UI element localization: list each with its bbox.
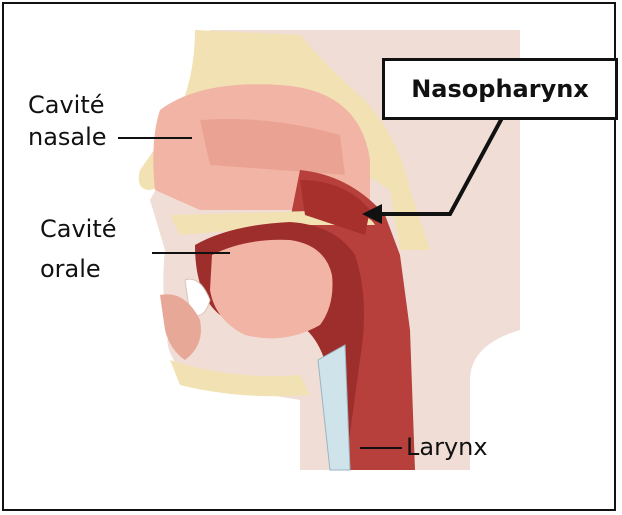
label-larynx: Larynx: [406, 432, 488, 462]
nasopharynx-label-box: Nasopharynx: [382, 58, 618, 120]
label-cavite-nasale-1: Cavité: [28, 90, 105, 120]
label-cavite-orale-1: Cavité: [40, 214, 117, 244]
tongue: [210, 240, 333, 339]
label-cavite-orale-2: orale: [40, 254, 101, 284]
label-nasopharynx: Nasopharynx: [411, 75, 589, 103]
label-cavite-nasale-2: nasale: [28, 122, 107, 152]
